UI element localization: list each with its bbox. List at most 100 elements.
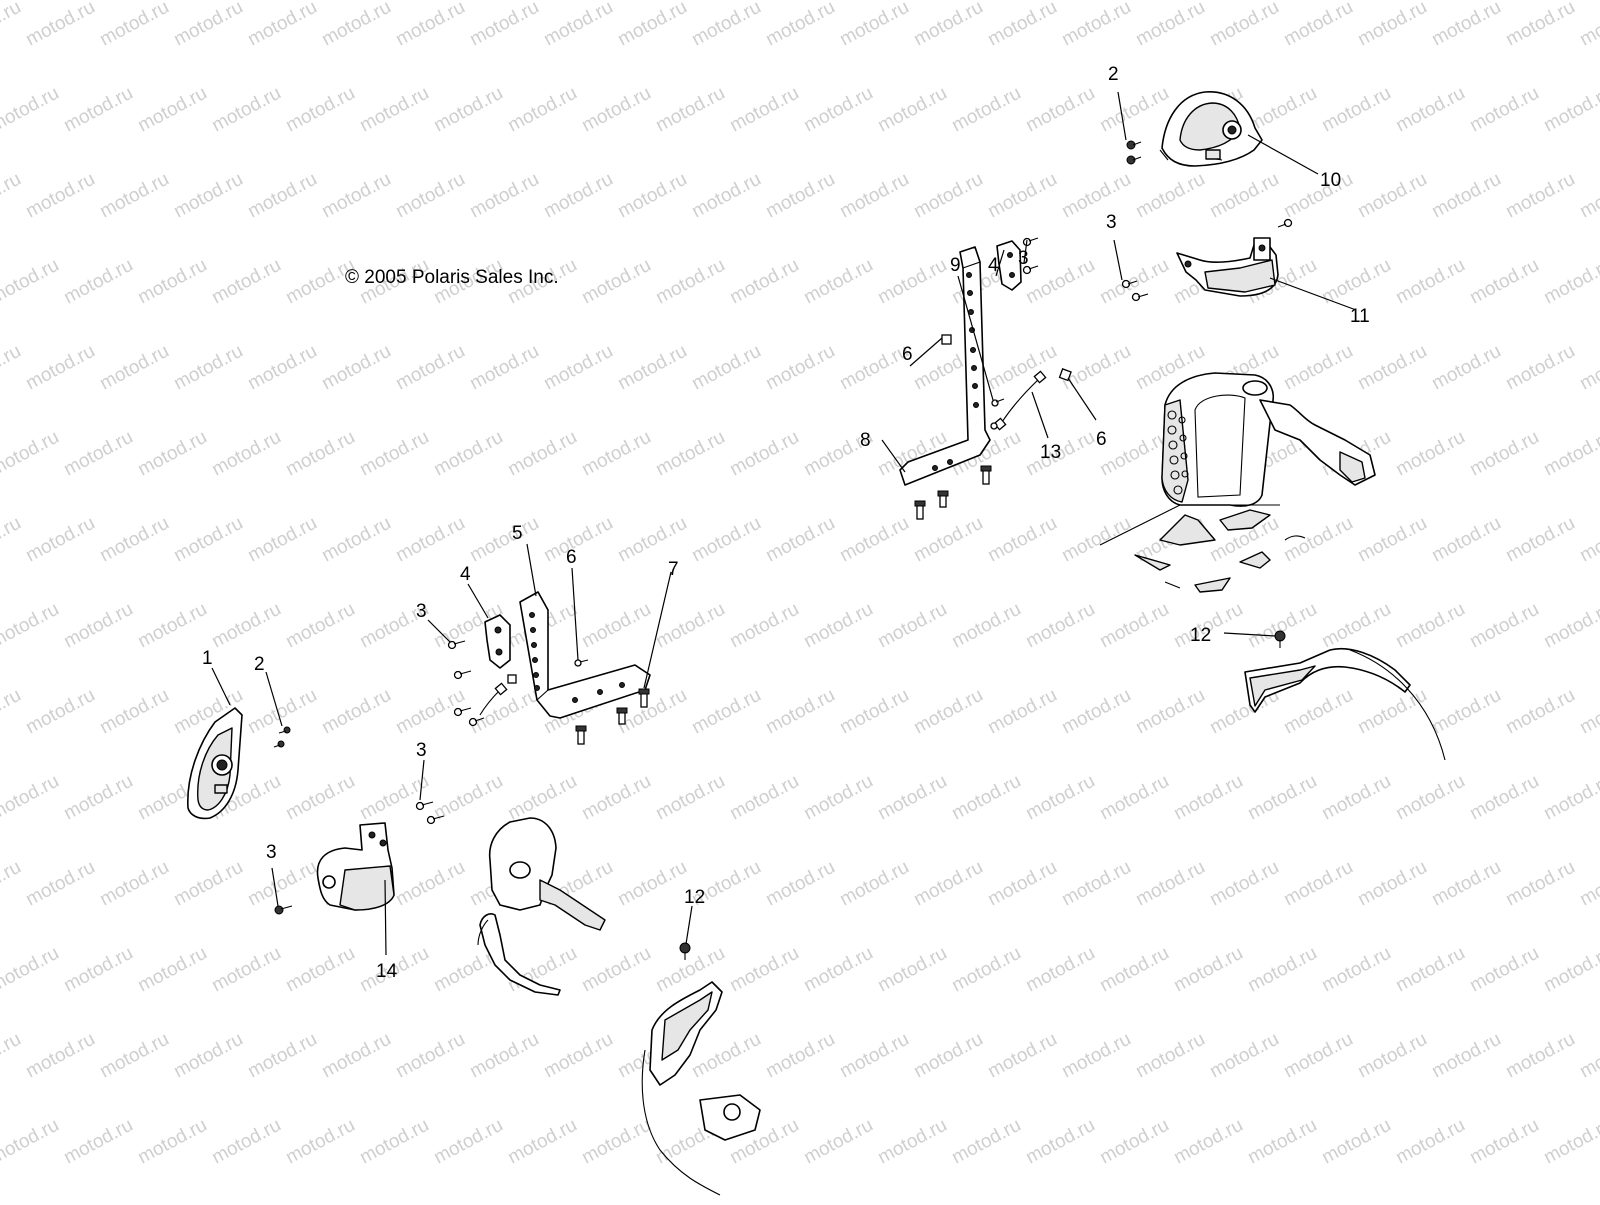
callout-3-right: 3 (1018, 248, 1029, 269)
watermark-text: motod.ru (504, 771, 580, 825)
screw-3l-d (468, 717, 485, 727)
watermark-text: motod.ru (134, 83, 210, 137)
watermark-text: motod.ru (134, 255, 210, 309)
watermark-text: motod.ru (910, 0, 986, 50)
watermark-text: motod.ru (652, 427, 728, 481)
watermark-text: motod.ru (356, 771, 432, 825)
leader-lines (211, 91, 1357, 956)
watermark-text: motod.ru (578, 427, 654, 481)
watermark-text: motod.ru (1354, 169, 1430, 223)
watermark-text: motod.ru (726, 599, 802, 653)
watermark-text: motod.ru (1096, 599, 1172, 653)
nut-6r-b (1058, 368, 1072, 382)
fasteners-right (914, 140, 1293, 648)
screw-3r-b (1022, 265, 1039, 275)
watermark-text: motod.ru (1540, 599, 1600, 653)
watermark-text: motod.ru (60, 771, 136, 825)
watermark-text: motod.ru (614, 0, 690, 50)
watermark-text: motod.ru (60, 255, 136, 309)
watermark-text: motod.ru (726, 83, 802, 137)
trim-pieces-right (1099, 504, 1306, 593)
watermark-text: motod.ru (1058, 169, 1134, 223)
watermark-text: motod.ru (208, 255, 284, 309)
watermark-text: motod.ru (836, 513, 912, 567)
watermark-text: motod.ru (1244, 599, 1320, 653)
watermark-text: motod.ru (1354, 857, 1430, 911)
watermark-text: motod.ru (1206, 857, 1282, 911)
watermark-text: motod.ru (466, 685, 542, 739)
callout-4-right: 4 (988, 255, 999, 276)
watermark-text: motod.ru (688, 685, 764, 739)
watermark-text: motod.ru (540, 1029, 616, 1083)
watermark-text: motod.ru (688, 341, 764, 395)
nut-6r-a (941, 334, 952, 345)
callout-8: 8 (860, 430, 871, 451)
watermark-text: motod.ru (356, 427, 432, 481)
watermark-text: motod.ru (430, 83, 506, 137)
watermark-text: motod.ru (0, 169, 25, 223)
watermark-text: motod.ru (244, 0, 320, 50)
watermark-text: motod.ru (170, 0, 246, 50)
watermark-text: motod.ru (874, 943, 950, 997)
watermark-text: motod.ru (1428, 513, 1504, 567)
watermark-text: motod.ru (1466, 943, 1542, 997)
watermark-text: motod.ru (688, 1029, 764, 1083)
watermark-text: motod.ru (836, 0, 912, 50)
watermark-text: motod.ru (578, 255, 654, 309)
watermark-text: motod.ru (1354, 341, 1430, 395)
copyright-text: © 2005 Polaris Sales Inc. (345, 267, 559, 288)
watermark-text: motod.ru (170, 169, 246, 223)
watermark-text: motod.ru (392, 857, 468, 911)
callout-6-right-a: 6 (902, 344, 913, 365)
screw-2l-a (278, 726, 291, 734)
watermark-text: motod.ru (688, 0, 764, 50)
headlight-housing-right (1159, 91, 1263, 167)
watermark-text: motod.ru (282, 943, 358, 997)
watermark-text: motod.ru (1280, 1029, 1356, 1083)
watermark-text: motod.ru (1022, 771, 1098, 825)
watermark-text: motod.ru (1280, 513, 1356, 567)
watermark-text: motod.ru (22, 341, 98, 395)
watermark-text: motod.ru (0, 513, 25, 567)
watermark-text: motod.ru (22, 1029, 98, 1083)
watermark-text: motod.ru (1466, 771, 1542, 825)
bolt-5a (575, 725, 587, 745)
callout-11: 11 (1350, 306, 1370, 327)
watermark-text: motod.ru (1170, 943, 1246, 997)
callouts: 2 10 3 11 9 4 3 6 8 13 6 12 5 6 7 4 3 1 … (202, 64, 1370, 982)
watermark-text: motod.ru (1206, 0, 1282, 50)
nut-l (507, 674, 517, 684)
callout-12-left: 12 (684, 887, 705, 908)
screw-11b (1131, 292, 1149, 302)
watermark-text: motod.ru (208, 1115, 284, 1169)
watermark-text: motod.ru (1392, 83, 1468, 137)
push-rivet-12r (1274, 630, 1286, 648)
watermark-text: motod.ru (836, 857, 912, 911)
watermark-text: motod.ru (984, 685, 1060, 739)
watermark-text: motod.ru (948, 1115, 1024, 1169)
watermark-text: motod.ru (726, 771, 802, 825)
watermark-text: motod.ru (208, 83, 284, 137)
watermark-text: motod.ru (1096, 83, 1172, 137)
watermark-text: motod.ru (910, 857, 986, 911)
watermark-text: motod.ru (1280, 857, 1356, 911)
watermark-text: motod.ru (60, 943, 136, 997)
watermark-text: motod.ru (1280, 341, 1356, 395)
watermark-text: motod.ru (1318, 771, 1394, 825)
watermark-text: motod.ru (0, 1029, 25, 1083)
watermark-text: motod.ru (1022, 599, 1098, 653)
watermark-text: motod.ru (874, 83, 950, 137)
callout-14: 14 (376, 961, 398, 982)
watermark-text: motod.ru (60, 599, 136, 653)
watermark-text: motod.ru (1022, 83, 1098, 137)
watermark-text: motod.ru (1428, 1029, 1504, 1083)
watermark-text: motod.ru (0, 685, 25, 739)
watermark-text: motod.ru (0, 943, 63, 997)
watermark-text: motod.ru (1058, 0, 1134, 50)
watermark-text: motod.ru (540, 169, 616, 223)
watermark-text: motod.ru (466, 341, 542, 395)
watermark-text: motod.ru (836, 685, 912, 739)
watermark-text: motod.ru (356, 83, 432, 137)
watermark-text: motod.ru (392, 169, 468, 223)
watermark-text: motod.ru (1354, 0, 1430, 50)
